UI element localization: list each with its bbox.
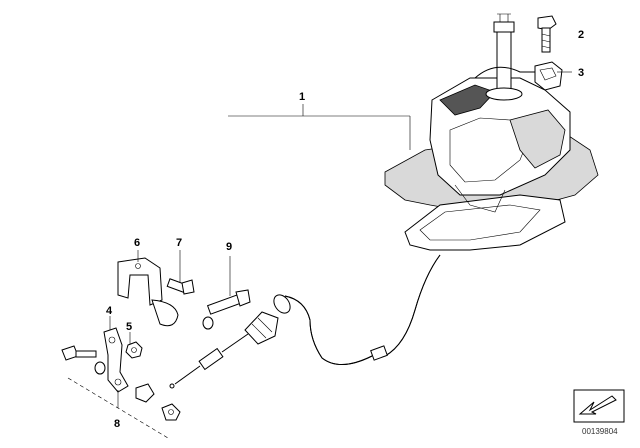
callout-1: 1	[299, 91, 305, 103]
screw-part-7[interactable]	[166, 278, 195, 295]
nut-part-5[interactable]	[125, 341, 143, 359]
gear-shifter-assembly[interactable]	[384, 13, 599, 251]
callout-3: 3	[578, 67, 584, 79]
callout-5: 5	[126, 321, 132, 333]
diagram-id: 00139804	[582, 427, 618, 436]
callout-2: 2	[578, 29, 584, 41]
callout-4: 4	[106, 305, 113, 317]
clip-part[interactable]	[534, 61, 563, 91]
callout-7: 7	[176, 237, 182, 249]
bolt-part-9[interactable]	[202, 289, 251, 330]
selector-cable[interactable]	[169, 254, 441, 389]
callout-8: 8	[114, 418, 120, 430]
arrow-down-left-icon	[573, 389, 625, 423]
mounting-bracket[interactable]	[117, 257, 179, 327]
callout-9: 9	[226, 241, 232, 253]
fastener-set[interactable]	[61, 345, 181, 421]
callout-6: 6	[134, 237, 140, 249]
bolt-part[interactable]	[537, 15, 557, 53]
selector-lever[interactable]	[103, 327, 129, 393]
leader-lines	[67, 71, 572, 439]
